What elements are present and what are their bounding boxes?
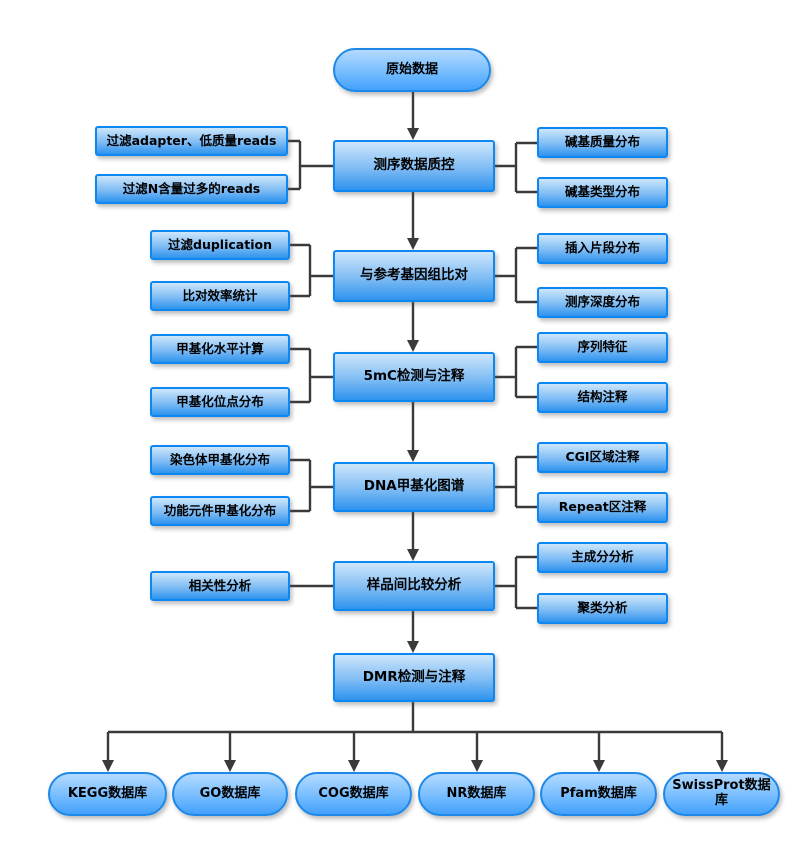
node-base-type-dist: 碱基类型分布 — [537, 177, 668, 208]
node-correlation-analysis: 相关性分析 — [150, 571, 290, 601]
db-cog: COG数据库 — [295, 772, 412, 816]
node-align-efficiency: 比对效率统计 — [150, 281, 290, 311]
node-filter-duplication: 过滤duplication — [150, 230, 290, 260]
db-nr: NR数据库 — [418, 772, 535, 816]
node-repeat-region-annotation: Repeat区注释 — [537, 492, 668, 523]
node-chrom-methyl-dist: 染色体甲基化分布 — [150, 445, 290, 475]
node-base-quality-dist: 碱基质量分布 — [537, 127, 668, 158]
node-structure-annotation: 结构注释 — [537, 382, 668, 413]
node-5mc-detect: 5mC检测与注释 — [333, 352, 495, 402]
node-pca: 主成分分析 — [537, 542, 668, 573]
db-swissprot: SwissProt数据库 — [663, 772, 780, 816]
node-align-ref-genome: 与参考基因组比对 — [333, 250, 495, 302]
node-dna-methylation-map: DNA甲基化图谱 — [333, 462, 495, 512]
node-methyl-site-dist: 甲基化位点分布 — [150, 387, 290, 417]
node-cluster-analysis: 聚类分析 — [537, 593, 668, 624]
node-seq-qc: 测序数据质控 — [333, 140, 495, 192]
node-filter-adapter: 过滤adapter、低质量reads — [95, 126, 288, 156]
node-raw-data: 原始数据 — [333, 48, 491, 92]
db-pfam: Pfam数据库 — [540, 772, 657, 816]
node-filter-n-reads: 过滤N含量过多的reads — [95, 174, 288, 204]
node-sample-comparison: 样品间比较分析 — [333, 561, 495, 611]
db-go: GO数据库 — [172, 772, 288, 816]
node-insert-size-dist: 插入片段分布 — [537, 233, 668, 264]
node-cgi-region-annotation: CGI区域注释 — [537, 442, 668, 473]
node-dmr-detect: DMR检测与注释 — [333, 653, 495, 702]
node-func-element-methyl-dist: 功能元件甲基化分布 — [150, 496, 290, 526]
db-kegg: KEGG数据库 — [48, 772, 167, 816]
node-seq-depth-dist: 测序深度分布 — [537, 287, 668, 318]
node-methyl-level-calc: 甲基化水平计算 — [150, 334, 290, 364]
node-sequence-feature: 序列特征 — [537, 332, 668, 363]
